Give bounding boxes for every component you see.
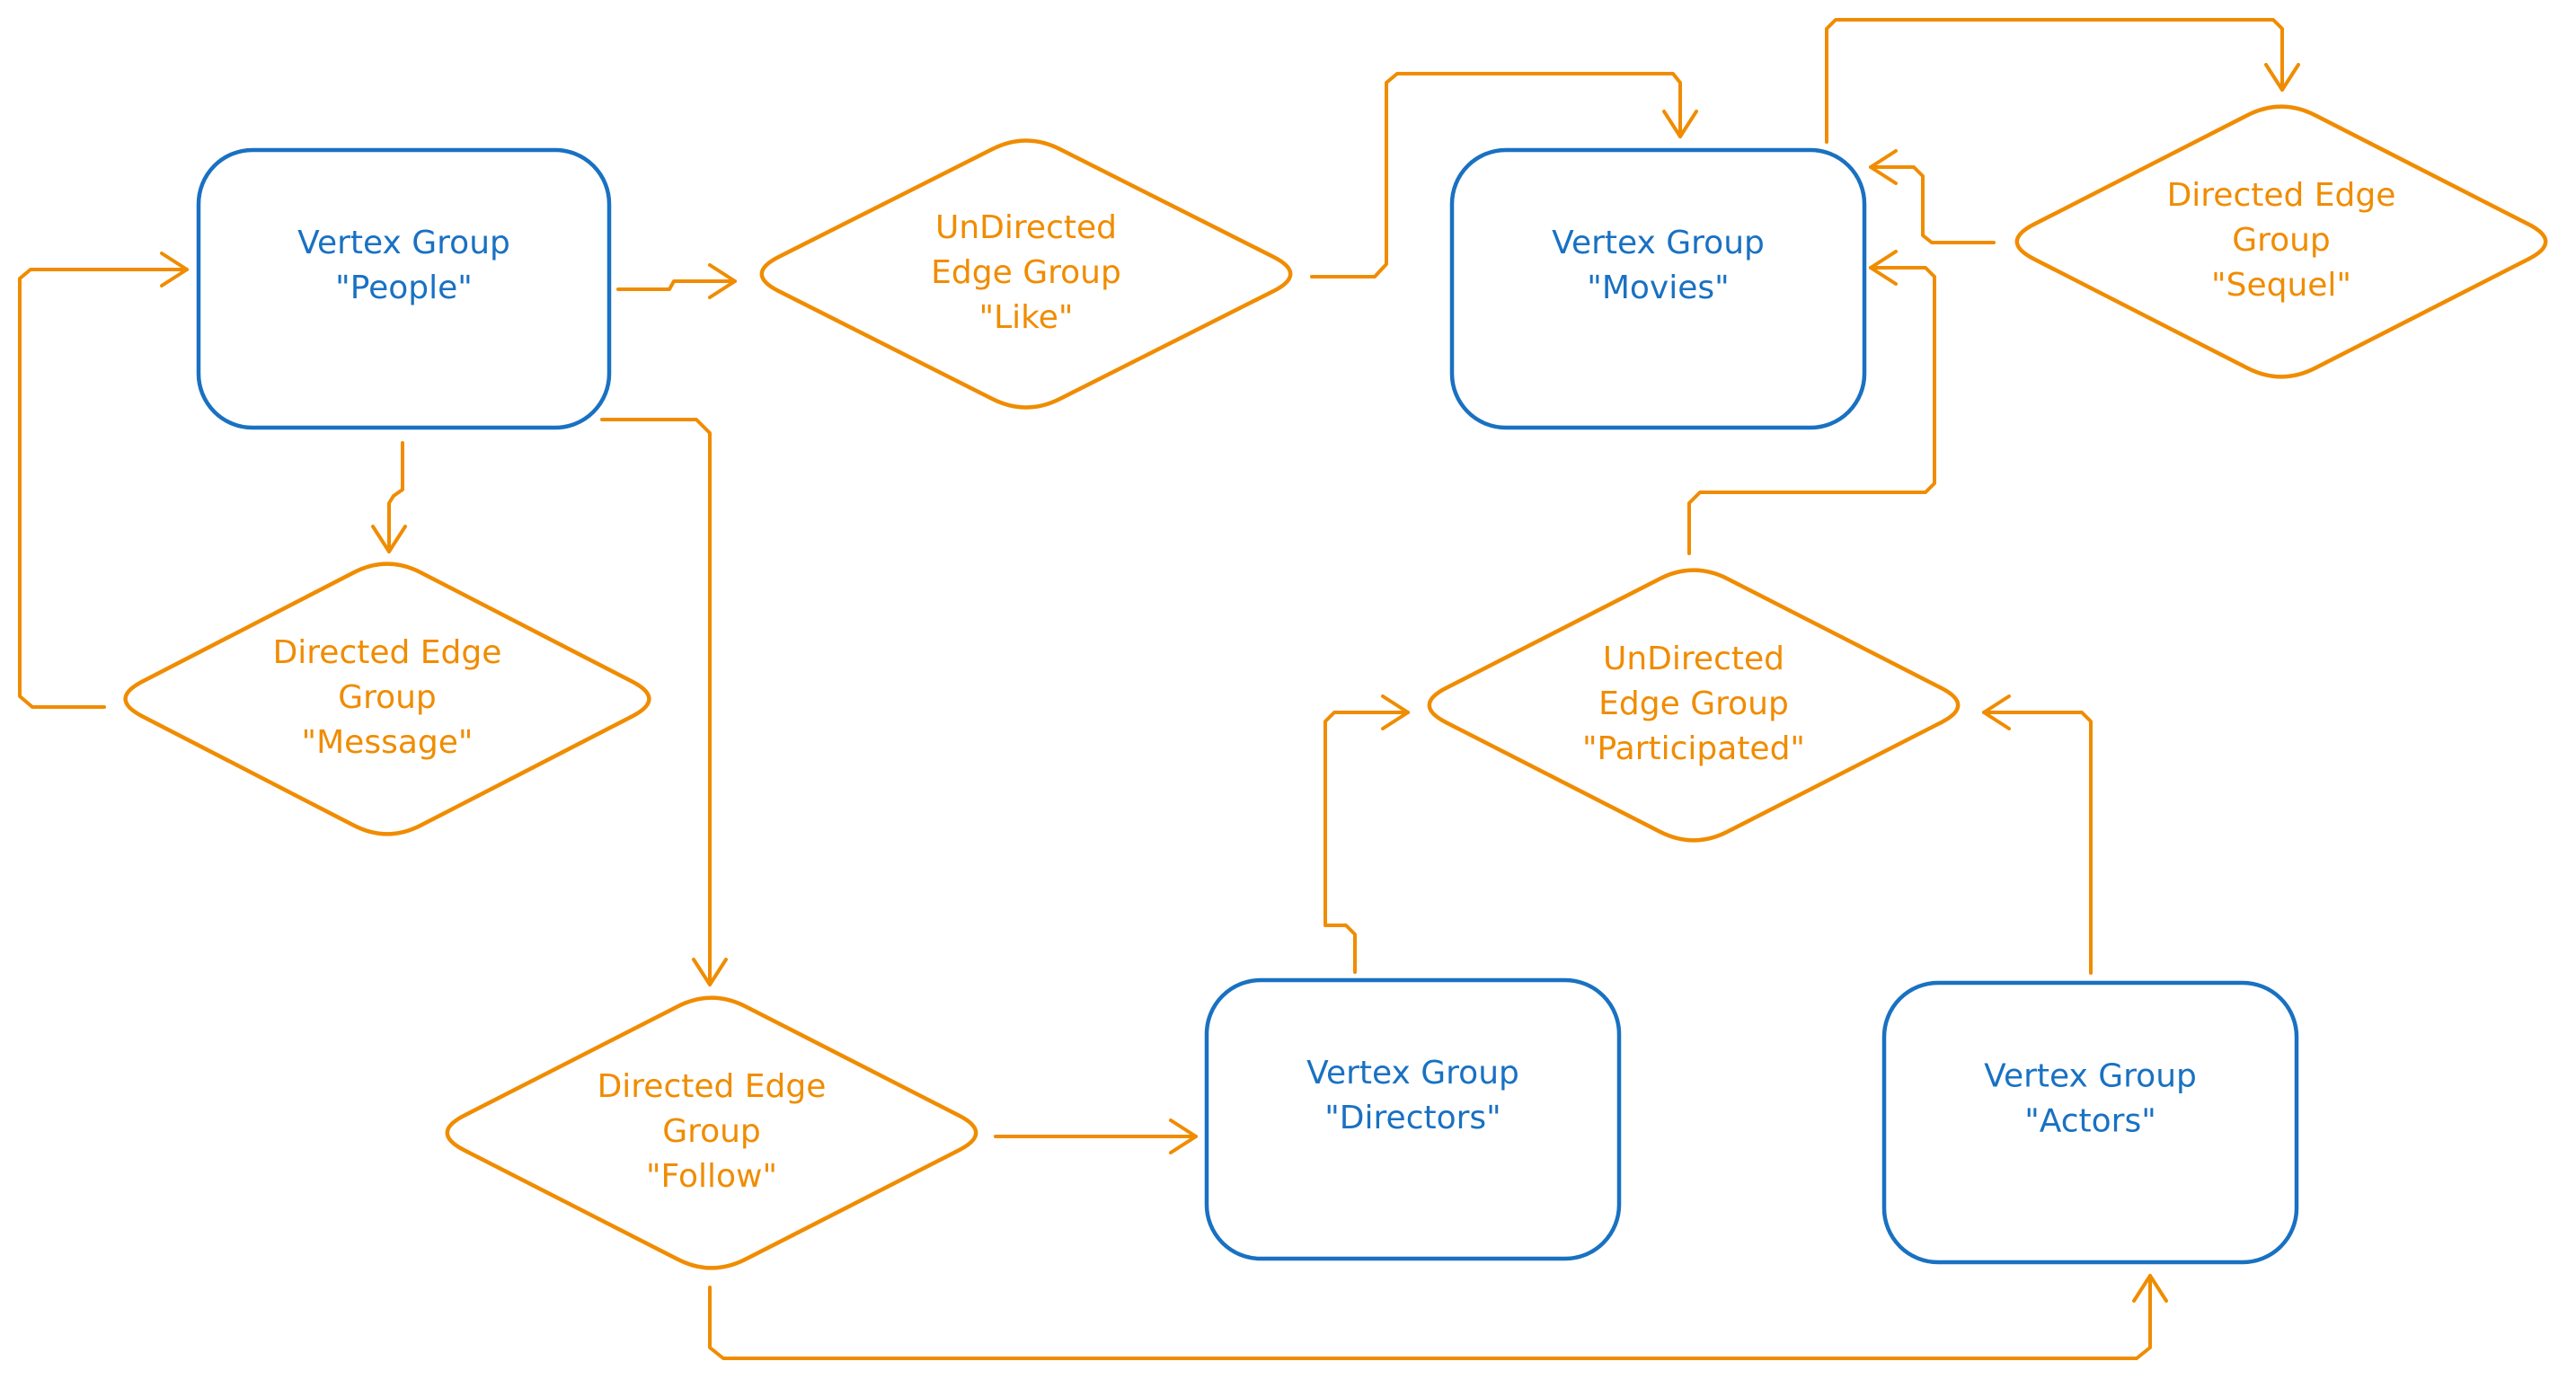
- edge-diamond: [1427, 568, 1961, 843]
- edge-group-label-line: Directed Edge: [273, 634, 502, 671]
- connector-people-to-follow[interactable]: [600, 418, 728, 986]
- connector-line: [600, 418, 712, 986]
- connector-line: [1869, 165, 1996, 244]
- arrowhead-icon: [708, 263, 737, 299]
- edge-group-label-line: "Like": [979, 299, 1074, 336]
- edge-group-label-line: UnDirected: [1603, 641, 1784, 677]
- edge-diamond: [123, 561, 651, 836]
- nodes-layer: Vertex Group "People" Vertex Group "Movies"…: [123, 104, 2548, 1270]
- connectors-layer: [18, 18, 2300, 1360]
- connector-line: [1825, 18, 2284, 144]
- connector-people-to-like[interactable]: [616, 263, 737, 299]
- vertex-box: [1881, 980, 2299, 1265]
- arrowhead-icon: [1662, 110, 1698, 138]
- arrowhead-icon: [692, 958, 728, 986]
- vertex-box: [1449, 147, 1867, 430]
- vertex-label-line: Vertex Group: [1552, 225, 1765, 261]
- vertex-label-line: "People": [335, 270, 473, 306]
- arrowhead-icon: [1982, 694, 2011, 730]
- edge-group-label-line: Directed Edge: [2167, 177, 2396, 214]
- edge-group-label-line: "Sequel": [2211, 267, 2351, 304]
- edge-diamond: [445, 995, 978, 1270]
- edge-diamond: [759, 138, 1293, 410]
- arrowhead-icon: [160, 252, 189, 287]
- edge-group-label-line: "Message": [302, 724, 474, 761]
- arrowhead-icon: [1169, 1118, 1198, 1154]
- arrowhead-icon: [2132, 1274, 2168, 1303]
- connector-follow-to-directors[interactable]: [994, 1118, 1198, 1154]
- edge-group-label-line: Group: [2232, 222, 2331, 259]
- connector-line: [616, 279, 737, 291]
- vertex-label-line: Vertex Group: [1984, 1058, 2197, 1095]
- arrowhead-icon: [1869, 149, 1898, 185]
- edge-group-label-line: UnDirected: [935, 209, 1117, 246]
- vertex-group-movies[interactable]: Vertex Group "Movies": [1449, 147, 1867, 430]
- vertex-group-people[interactable]: Vertex Group "People": [196, 147, 612, 430]
- edge-group-label-line: "Follow": [646, 1158, 777, 1195]
- connector-actors-to-participated[interactable]: [1982, 694, 2093, 975]
- edge-diamond: [2014, 104, 2548, 379]
- edge-group-label-line: Group: [338, 679, 437, 716]
- edge-group-label-line: Directed Edge: [598, 1068, 827, 1105]
- connector-sequel-to-movies[interactable]: [1869, 149, 1996, 244]
- edge-group-label-line: "Participated": [1582, 730, 1805, 767]
- connector-message-to-people[interactable]: [18, 252, 189, 709]
- connector-line: [1323, 711, 1410, 974]
- connector-line: [387, 441, 404, 553]
- connector-participated-to-movies[interactable]: [1687, 250, 1936, 555]
- vertex-label-line: "Actors": [2024, 1103, 2156, 1140]
- arrowhead-icon: [1381, 694, 1410, 730]
- vertex-label-line: Vertex Group: [1306, 1055, 1519, 1092]
- connector-like-to-movies[interactable]: [1310, 72, 1698, 278]
- arrowhead-icon: [1869, 250, 1898, 286]
- connector-directors-to-participated[interactable]: [1323, 694, 1410, 974]
- connector-line: [1687, 266, 1936, 555]
- vertex-box: [196, 147, 612, 430]
- connector-line: [18, 268, 189, 709]
- arrowhead-icon: [2264, 63, 2300, 92]
- connector-movies-to-sequel[interactable]: [1825, 18, 2300, 144]
- arrowhead-icon: [371, 525, 407, 553]
- edge-group-label-line: Group: [662, 1113, 761, 1150]
- vertex-group-directors[interactable]: Vertex Group "Directors": [1204, 977, 1622, 1261]
- connector-line: [1982, 711, 2093, 975]
- vertex-box: [1204, 977, 1622, 1261]
- connector-people-to-message[interactable]: [371, 441, 407, 553]
- connector-line: [708, 1274, 2152, 1360]
- edge-group-label-line: Edge Group: [931, 254, 1121, 291]
- vertex-label-line: "Directors": [1324, 1100, 1501, 1136]
- vertex-label-line: Vertex Group: [297, 225, 510, 261]
- vertex-group-actors[interactable]: Vertex Group "Actors": [1881, 980, 2299, 1265]
- connector-line: [1310, 72, 1682, 278]
- connector-follow-to-actors[interactable]: [708, 1274, 2168, 1360]
- edge-group-label-line: Edge Group: [1598, 685, 1789, 722]
- vertex-label-line: "Movies": [1587, 270, 1729, 306]
